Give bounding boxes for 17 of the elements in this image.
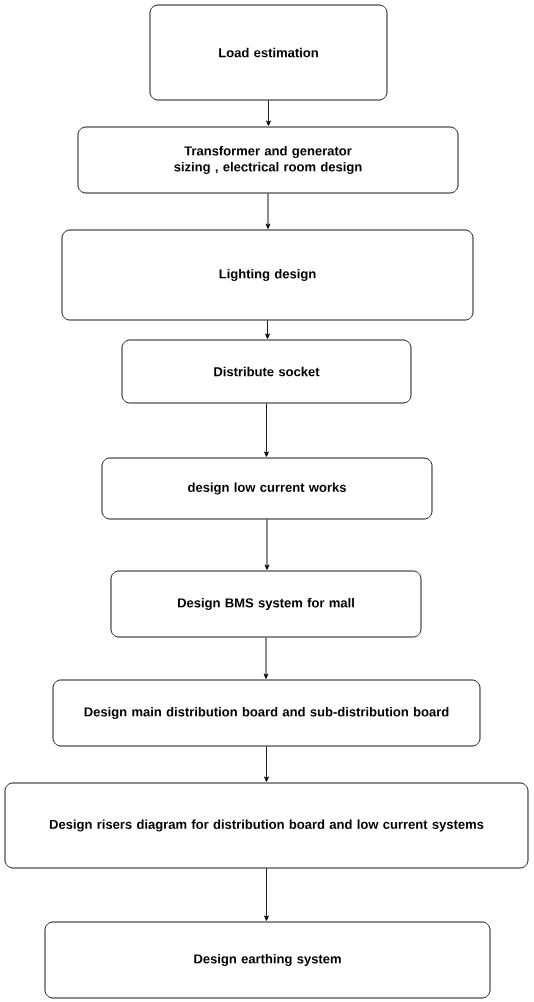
process-box: Load estimation <box>149 4 388 101</box>
arrow <box>264 403 269 457</box>
arrow <box>265 320 270 339</box>
process-box: Design BMS system for mall <box>110 570 422 638</box>
arrow <box>266 100 271 126</box>
arrow <box>264 868 269 921</box>
process-box: design low current works <box>101 457 433 520</box>
process-box: Distribute socket <box>121 339 412 404</box>
arrow <box>264 519 270 570</box>
process-box: Design earthing system <box>44 921 491 999</box>
arrow <box>265 193 271 229</box>
arrow <box>263 637 269 679</box>
process-box: Transformer and generator sizing , electrical room design <box>77 126 459 194</box>
process-box: Lighting design <box>61 229 474 321</box>
arrow <box>264 746 269 782</box>
process-box: Design risers diagram for distribution board and low current systems <box>4 782 529 869</box>
process-box: Design main distribution board and sub-distribution board <box>52 679 481 747</box>
